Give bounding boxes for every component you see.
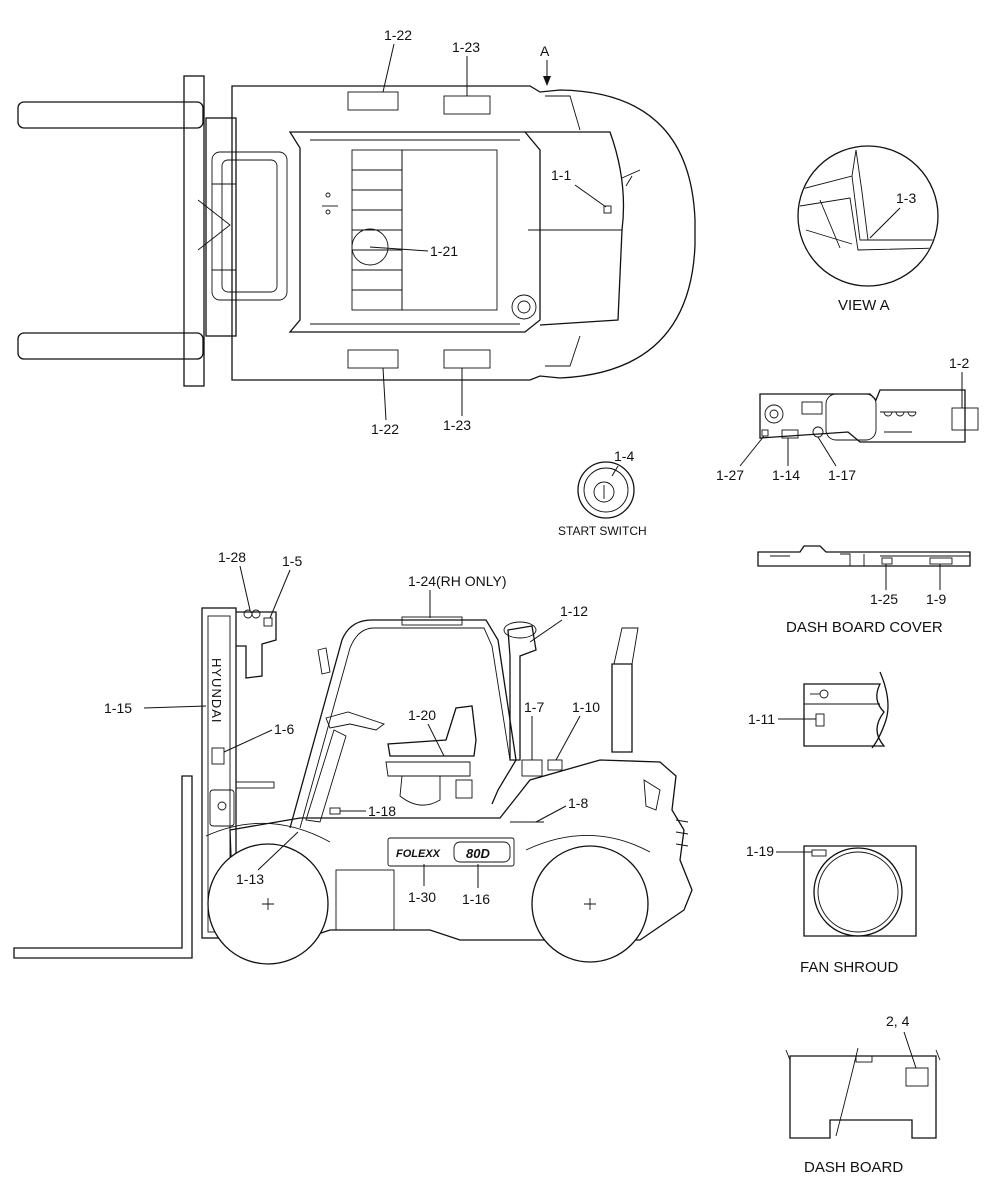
label-1-22-bot: 1-22 bbox=[371, 421, 399, 437]
caption-dash-board: DASH BOARD bbox=[804, 1159, 903, 1176]
top-view-forklift bbox=[17, 75, 696, 387]
label-1-6: 1-6 bbox=[274, 721, 294, 737]
caption-view-a: VIEW A bbox=[838, 297, 890, 314]
side-view-labels: 1-28 1-5 1-24(RH ONLY) 1-12 1-15 1-6 1-2… bbox=[104, 549, 600, 907]
label-1-1: 1-1 bbox=[551, 167, 571, 183]
label-1-4: 1-4 bbox=[614, 448, 634, 464]
label-1-15: 1-15 bbox=[104, 700, 132, 716]
model-badge-decal: 80D bbox=[466, 846, 490, 861]
label-1-21: 1-21 bbox=[430, 243, 458, 259]
start-switch: 1-4 START SWITCH bbox=[558, 448, 647, 538]
label-1-14: 1-14 bbox=[772, 467, 800, 483]
label-1-2: 1-2 bbox=[949, 355, 969, 371]
caption-dash-board-cover: DASH BOARD COVER bbox=[786, 619, 943, 636]
label-1-28: 1-28 bbox=[218, 549, 246, 565]
label-1-10: 1-10 bbox=[572, 699, 600, 715]
top-view-labels: 1-22 1-23 A 1-1 1-21 1-22 1-23 bbox=[369, 27, 607, 437]
caption-start-switch: START SWITCH bbox=[558, 524, 647, 538]
label-1-18: 1-18 bbox=[368, 803, 396, 819]
label-1-22-top: 1-22 bbox=[384, 27, 412, 43]
dash-panel: 1-2 1-27 1-14 1-17 bbox=[716, 355, 979, 483]
label-1-5: 1-5 bbox=[282, 553, 302, 569]
mast-brand-decal: HYUNDAI bbox=[209, 658, 224, 724]
label-1-23-bot: 1-23 bbox=[443, 417, 471, 433]
caption-fan-shroud: FAN SHROUD bbox=[800, 959, 899, 976]
label-1-19: 1-19 bbox=[746, 843, 774, 859]
label-1-3: 1-3 bbox=[896, 190, 916, 206]
label-a: A bbox=[540, 43, 550, 59]
label-1-17: 1-17 bbox=[828, 467, 856, 483]
series-logo-decal: FOLEXX bbox=[396, 848, 441, 860]
fan-shroud: 1-19 FAN SHROUD bbox=[746, 843, 917, 976]
view-a-detail: 1-3 VIEW A bbox=[797, 145, 939, 314]
label-1-8: 1-8 bbox=[568, 795, 588, 811]
label-1-12: 1-12 bbox=[560, 603, 588, 619]
label-1-30: 1-30 bbox=[408, 889, 436, 905]
dash-board-cover: 1-25 1-9 DASH BOARD COVER bbox=[757, 545, 971, 636]
label-1-23-top: 1-23 bbox=[452, 39, 480, 55]
side-view-forklift: FOLEXX 80D HYUNDAI bbox=[13, 607, 693, 965]
label-1-27: 1-27 bbox=[716, 467, 744, 483]
label-1-24: 1-24(RH ONLY) bbox=[408, 573, 507, 589]
dash-board: 2, 4 DASH BOARD bbox=[785, 1013, 941, 1176]
label-1-11: 1-11 bbox=[748, 711, 775, 727]
lever-panel: 1-11 bbox=[748, 671, 889, 749]
label-1-13: 1-13 bbox=[236, 871, 264, 887]
label-1-25: 1-25 bbox=[870, 591, 898, 607]
label-1-20: 1-20 bbox=[408, 707, 436, 723]
label-1-16: 1-16 bbox=[462, 891, 490, 907]
label-1-7: 1-7 bbox=[524, 699, 544, 715]
label-2-4: 2, 4 bbox=[886, 1013, 910, 1029]
label-1-9: 1-9 bbox=[926, 591, 946, 607]
